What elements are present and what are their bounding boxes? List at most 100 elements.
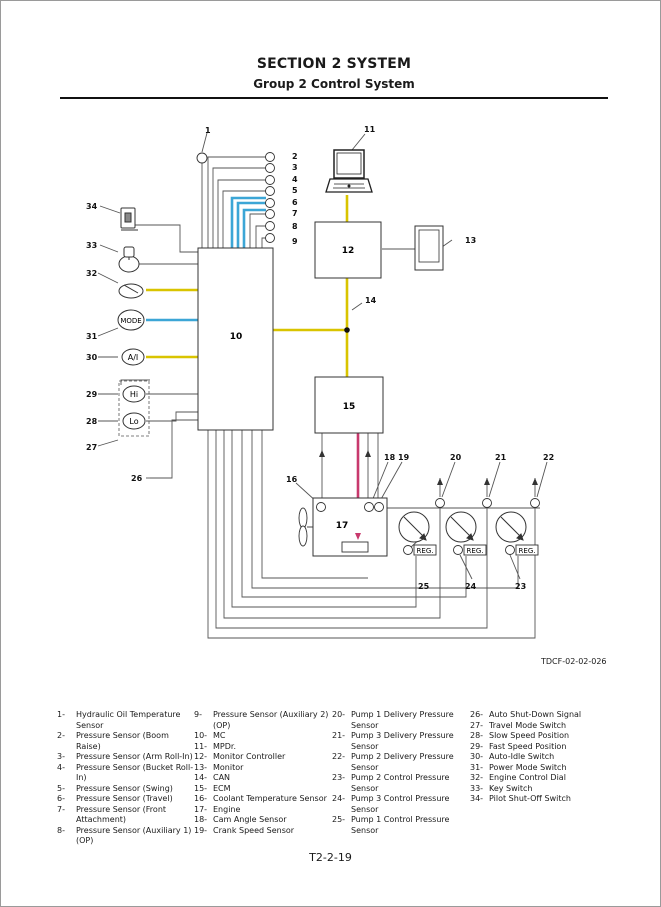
legend-item: 25- Pump 1 Control Pressure Sensor xyxy=(332,815,470,836)
legend-item-text: Pump 1 Delivery Pressure Sensor xyxy=(351,710,454,730)
legend-item-text: Engine xyxy=(213,804,241,814)
reg-label-2: REG. xyxy=(467,547,484,555)
legend-item-text: Crank Speed Sensor xyxy=(213,825,295,835)
legend-item-text: Pump 2 Control Pressure Sensor xyxy=(351,773,450,793)
legend-item-text: Auto Shut-Down Signal xyxy=(489,710,582,719)
legend-item-number: 18- xyxy=(194,815,208,824)
legend-item-number: 33- xyxy=(470,783,484,793)
legend-item: 33-Key Switch xyxy=(470,784,620,795)
legend-item-number: 32- xyxy=(470,773,484,782)
callout-5: 5 xyxy=(292,186,298,195)
legend-item-number: 30- xyxy=(470,752,484,761)
callout-2: 2 xyxy=(292,152,298,161)
page-number: T2-2-19 xyxy=(309,851,352,864)
legend-item-number: 11- xyxy=(194,741,208,751)
callout-21: 21 xyxy=(495,453,507,462)
legend-item-text: Engine Control Dial xyxy=(489,773,566,782)
blue-line-6 xyxy=(236,201,266,248)
legend-item-number: 21- xyxy=(332,731,346,740)
legend-item-number: 19- xyxy=(194,825,208,835)
legend-item: 28-Slow Speed Position xyxy=(470,731,620,742)
legend-item-text: Pump 3 Control Pressure Sensor xyxy=(351,794,450,814)
blue-line-7 xyxy=(242,208,266,248)
callout-14: 14 xyxy=(365,296,377,305)
legend-item-text: MC xyxy=(213,731,226,740)
legend-item: 34-Pilot Shut-Off Switch xyxy=(470,794,620,805)
legend-item: 27-Travel Mode Switch xyxy=(470,721,620,732)
legend-item-number: 22- xyxy=(332,752,346,761)
page-header: SECTION 2 SYSTEM Group 2 Control System xyxy=(60,56,608,91)
legend-item: 3-Pressure Sensor (Arm Roll-In) xyxy=(57,752,195,763)
callout-9: 9 xyxy=(292,237,298,246)
callout-13: 13 xyxy=(465,236,476,245)
legend-item: 7-Pressure Sensor (Front Attachment) xyxy=(57,805,195,826)
legend-item-text: Auto-Idle Switch xyxy=(489,752,555,761)
legend-item-number: 15- xyxy=(194,783,208,793)
lo-switch-label: Lo xyxy=(129,417,138,426)
legend-item-number: 31- xyxy=(470,762,484,772)
callout-33: 33 xyxy=(86,241,97,250)
callout-19: 19 xyxy=(398,453,410,462)
callout-26: 26 xyxy=(131,474,143,483)
legend-item-number: 25- xyxy=(332,815,346,824)
callout-22: 22 xyxy=(543,453,554,462)
engine-label: 17 xyxy=(336,521,349,531)
legend-item: 12-Monitor Controller xyxy=(194,752,332,763)
header-rule xyxy=(60,97,608,99)
legend-item-text: Slow Speed Position xyxy=(489,731,570,740)
legend-item: 8-Pressure Sensor (Auxiliary 1) (OP) xyxy=(57,826,195,847)
legend-item-number: 7- xyxy=(57,804,65,814)
section-title: SECTION 2 SYSTEM xyxy=(256,56,412,72)
legend-item: 17-Engine xyxy=(194,805,332,816)
callout-29: 29 xyxy=(86,390,98,399)
callout-numbers: 1 2 3 4 5 6 7 8 9 11 13 14 16 18 19 20 2… xyxy=(86,125,554,591)
callout-27: 27 xyxy=(86,443,97,452)
legend-item: 26-Auto Shut-Down Signal xyxy=(470,710,620,721)
key-switch-icon xyxy=(118,246,140,273)
mode-switch-label: MODE xyxy=(120,317,141,325)
legend-item: 6- Pressure Sensor (Travel) xyxy=(57,794,195,805)
auto-idle-switch: A/I xyxy=(121,348,145,366)
callout-3: 3 xyxy=(292,163,298,172)
mc-box xyxy=(197,247,274,431)
callout-31: 31 xyxy=(86,332,98,341)
legend-item: 13-Monitor xyxy=(194,763,332,774)
monitor-controller-box xyxy=(314,221,382,279)
legend-item-number: 14- xyxy=(194,773,208,782)
callout-8: 8 xyxy=(292,222,298,231)
legend-item-number: 20- xyxy=(332,710,346,719)
legend-item-text: Pressure Sensor (Arm Roll-In) xyxy=(76,752,193,761)
legend-item-number: 13- xyxy=(194,762,208,772)
legend-item: 15- ECM xyxy=(194,784,332,795)
legend-item-number: 6- xyxy=(57,794,65,803)
legend-item: 24-Pump 3 Control Pressure Sensor xyxy=(332,794,470,815)
legend-item: 5-Pressure Sensor (Swing) xyxy=(57,784,195,795)
legend-item: 21-Pump 3 Delivery Pressure Sensor xyxy=(332,731,470,752)
legend-item-number: 34- xyxy=(470,794,484,803)
ecm-box xyxy=(314,376,384,434)
reg-label-3: REG. xyxy=(519,547,536,555)
hi-switch-label: Hi xyxy=(130,390,138,399)
legend-item: 2-Pressure Sensor (Boom Raise) xyxy=(57,731,195,752)
legend-item-text: Pressure Sensor (Travel) xyxy=(76,794,173,803)
lo-switch: Lo xyxy=(122,412,146,430)
legend-item: 31-Power Mode Switch xyxy=(470,763,620,774)
legend-item-text: ECM xyxy=(213,783,231,793)
callout-25: 25 xyxy=(418,582,430,591)
legend-column-2: 9-Pressure Sensor (Auxiliary 2) (OP)10-M… xyxy=(194,710,332,836)
legend-item-number: 8- xyxy=(57,825,65,835)
pumps xyxy=(398,511,527,543)
sensor-circles xyxy=(196,152,540,555)
monitor-controller-label: 12 xyxy=(342,246,355,256)
legend-item-text: CAN xyxy=(213,773,231,782)
legend-item: 29-Fast Speed Position xyxy=(470,742,620,753)
legend-item: 18-Cam Angle Sensor xyxy=(194,815,332,826)
legend-item-text: Pump 1 Control Pressure Sensor xyxy=(351,815,450,835)
power-mode-switch: MODE xyxy=(117,309,145,331)
callout-24: 24 xyxy=(465,582,477,591)
legend-item: 16-Coolant Temperature Sensor xyxy=(194,794,332,805)
legend-item: 4-Pressure Sensor (Bucket Roll-In) xyxy=(57,763,195,784)
legend-item-text: Hydraulic Oil Temperature Sensor xyxy=(76,710,181,730)
